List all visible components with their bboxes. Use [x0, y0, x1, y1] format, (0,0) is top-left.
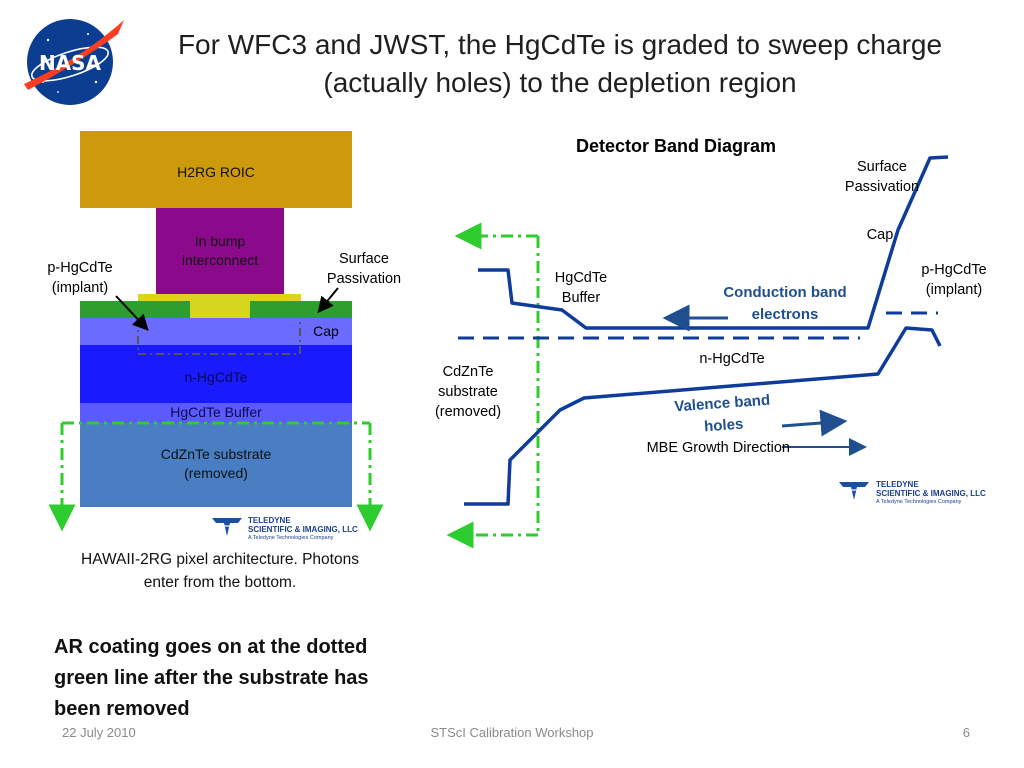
passivation-left	[80, 301, 190, 318]
n-layer-label: n-HgCdTe	[184, 369, 248, 385]
implant-center	[190, 301, 250, 318]
surface-passivation-label: Surface Passivation	[326, 251, 402, 287]
teledyne-logo-right: TELEDYNE SCIENTIFIC & IMAGING, LLC A Tel…	[838, 478, 1010, 508]
implant-region-outline	[137, 318, 301, 355]
growth-direction-label: MBE Growth Direction	[646, 440, 790, 456]
substrate-layer	[80, 423, 352, 507]
nasa-logo-text: NASA	[39, 51, 102, 75]
cap-layer	[80, 318, 352, 345]
conduction-band-label: Conduction band electrons	[723, 284, 847, 323]
band-p-label: p-HgCdTe (implant)	[921, 262, 987, 298]
pixel-caption: HAWAII-2RG pixel architecture. Photons e…	[81, 551, 359, 591]
footer-event: STScI Calibration Workshop	[430, 725, 594, 740]
band-diagram-title: Detector Band Diagram	[576, 136, 777, 156]
valence-band-curve	[464, 326, 942, 506]
band-cap-label: Cap	[866, 227, 894, 243]
teledyne-logo-left: TELEDYNE SCIENTIFIC & IMAGING, LLC A Tel…	[212, 514, 382, 544]
pixel-architecture-diagram: H2RG ROIC In bump interconnect Cap n-HgC…	[0, 0, 420, 620]
band-surface-label: Surface Passivation	[844, 159, 920, 195]
roic-layer	[80, 131, 352, 208]
nasa-meatball-icon: NASA	[24, 19, 124, 105]
substrate-label: CdZnTe substrate (removed)	[160, 446, 272, 481]
implant-contact	[138, 294, 301, 304]
title-line-2: (actually holes) to the depletion region	[323, 67, 797, 98]
indium-bump	[156, 208, 284, 294]
p-implant-label: p-HgCdTe (implant)	[47, 260, 113, 296]
band-diagram: Detector Band Diagram Surface Passivatio…	[420, 120, 1010, 550]
band-buffer-label: HgCdTe Buffer	[554, 270, 608, 306]
band-substrate-label: CdZnTe substrate (removed)	[434, 364, 502, 420]
nasa-logo: NASA	[18, 12, 130, 108]
ar-coating-note: AR coating goes on at the dotted green l…	[54, 636, 369, 720]
teledyne-icon	[212, 518, 242, 536]
p-implant-arrow	[115, 295, 149, 331]
buffer-layer	[80, 403, 352, 423]
band-diagram-lines	[446, 155, 949, 549]
slide-title: For WFC3 and JWST, the HgCdTe is graded …	[140, 26, 980, 102]
cap-label: Cap	[313, 323, 339, 339]
buffer-label: HgCdTe Buffer	[170, 404, 262, 420]
footer-date: 22 July 2010	[62, 725, 136, 740]
bump-label: In bump interconnect	[181, 233, 259, 268]
title-line-1: For WFC3 and JWST, the HgCdTe is graded …	[177, 29, 943, 60]
footer-page-number: 6	[962, 725, 970, 740]
band-n-label: n-HgCdTe	[699, 351, 765, 367]
conduction-band-curve	[478, 155, 949, 330]
pixel-overlay-lines	[48, 287, 384, 532]
passivation-arrow	[317, 287, 339, 314]
roic-label: H2RG ROIC	[177, 164, 255, 180]
teledyne-icon	[839, 482, 869, 500]
hole-arrow	[781, 409, 848, 437]
valence-band-label: Valence band holes	[673, 391, 771, 436]
